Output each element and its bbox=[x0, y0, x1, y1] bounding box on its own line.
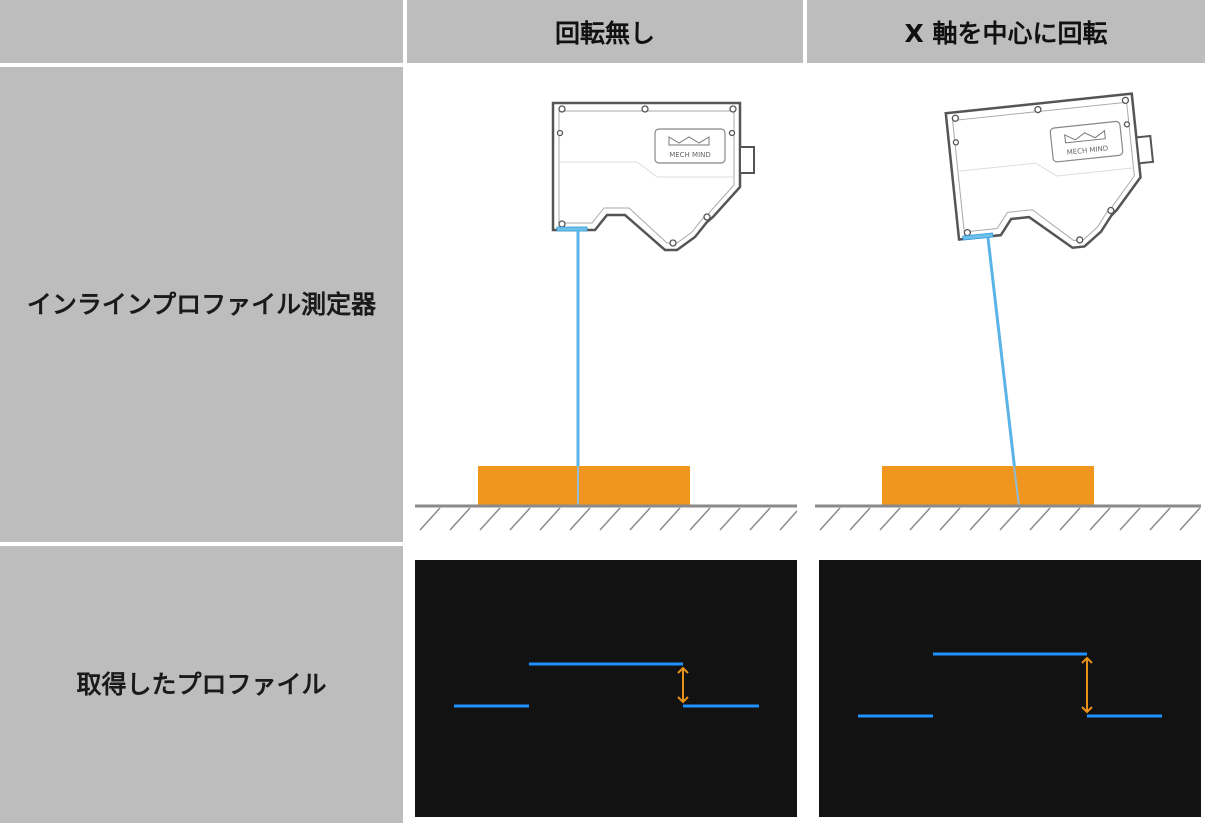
row-label-profiler: インラインプロファイル測定器 bbox=[0, 67, 403, 542]
profile-cell-no-rotation bbox=[407, 546, 803, 823]
row-label-profile: 取得したプロファイル bbox=[0, 546, 403, 823]
target-object bbox=[478, 466, 690, 506]
profile-line-x-rotation bbox=[858, 652, 1162, 718]
illustration-x-rotation-svg: MECH MIND bbox=[815, 92, 1201, 531]
profiler-device-tilted: MECH MIND bbox=[944, 92, 1155, 250]
row-label-profile-text: 取得したプロファイル bbox=[76, 669, 327, 699]
height-marker-no-rotation bbox=[677, 666, 689, 704]
profile-cell-x-rotation bbox=[807, 546, 1205, 823]
logo-panel-tilted bbox=[1049, 120, 1124, 163]
ground-2 bbox=[815, 504, 1201, 531]
header-no-rotation: 回転無し bbox=[407, 0, 803, 63]
illustration-no-rotation: MECH MIND bbox=[407, 67, 803, 542]
header-x-rotation: X 軸を中心に回転 bbox=[807, 0, 1205, 63]
profile-line-no-rotation bbox=[454, 662, 759, 708]
header-no-rotation-label: 回転無し bbox=[554, 18, 655, 48]
illustration-no-rotation-svg: MECH MIND bbox=[415, 101, 798, 531]
header-corner-cell bbox=[0, 0, 403, 63]
profiler-device: MECH MIND bbox=[551, 101, 755, 252]
target-object-2 bbox=[882, 466, 1094, 506]
profile-plot-no-rotation bbox=[415, 560, 797, 817]
illustration-x-rotation: MECH MIND bbox=[807, 67, 1205, 542]
row-label-profiler-text: インラインプロファイル測定器 bbox=[26, 289, 377, 319]
header-x-rotation-label: X 軸を中心に回転 bbox=[904, 18, 1108, 48]
laser-beam-tilted bbox=[986, 237, 1021, 507]
ground bbox=[415, 504, 798, 531]
profile-plot-x-rotation bbox=[819, 560, 1201, 817]
height-marker-x-rotation bbox=[1081, 656, 1093, 714]
logo-text: MECH MIND bbox=[669, 151, 711, 159]
